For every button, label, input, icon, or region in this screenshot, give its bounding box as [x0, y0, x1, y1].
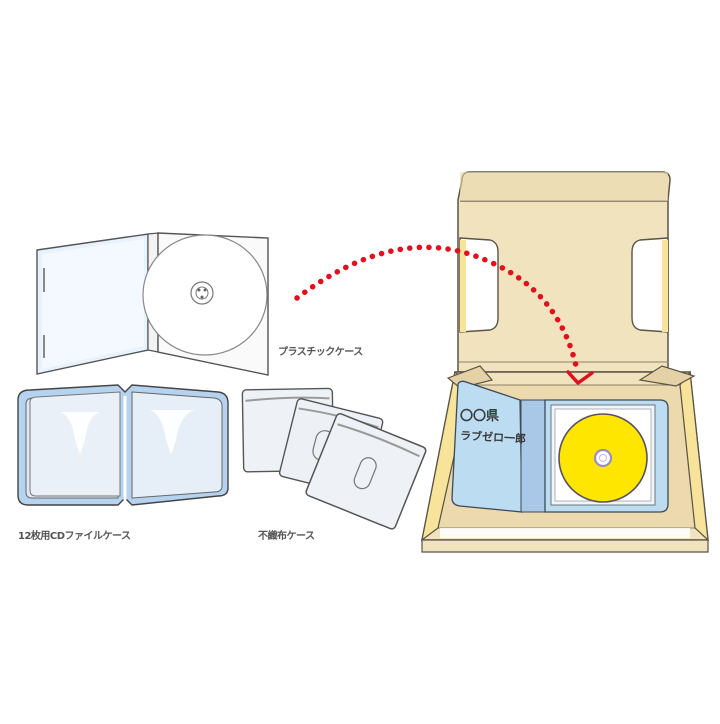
plastic-case-illustration: [36, 232, 269, 376]
label-plastic-case: プラスチックケース: [278, 347, 363, 358]
dotted-arrow: [294, 244, 594, 385]
file-case-illustration: [17, 384, 229, 506]
address-prefecture: 〇〇県: [460, 409, 500, 424]
mailer-box-illustration: [421, 171, 709, 553]
address-name: ラブゼロ一郎: [459, 429, 527, 446]
nonwoven-case-illustration: [241, 387, 427, 530]
label-file-case: 12枚用CDファイルケース: [18, 531, 131, 542]
label-nonwoven-case: 不織布ケース: [258, 531, 315, 542]
